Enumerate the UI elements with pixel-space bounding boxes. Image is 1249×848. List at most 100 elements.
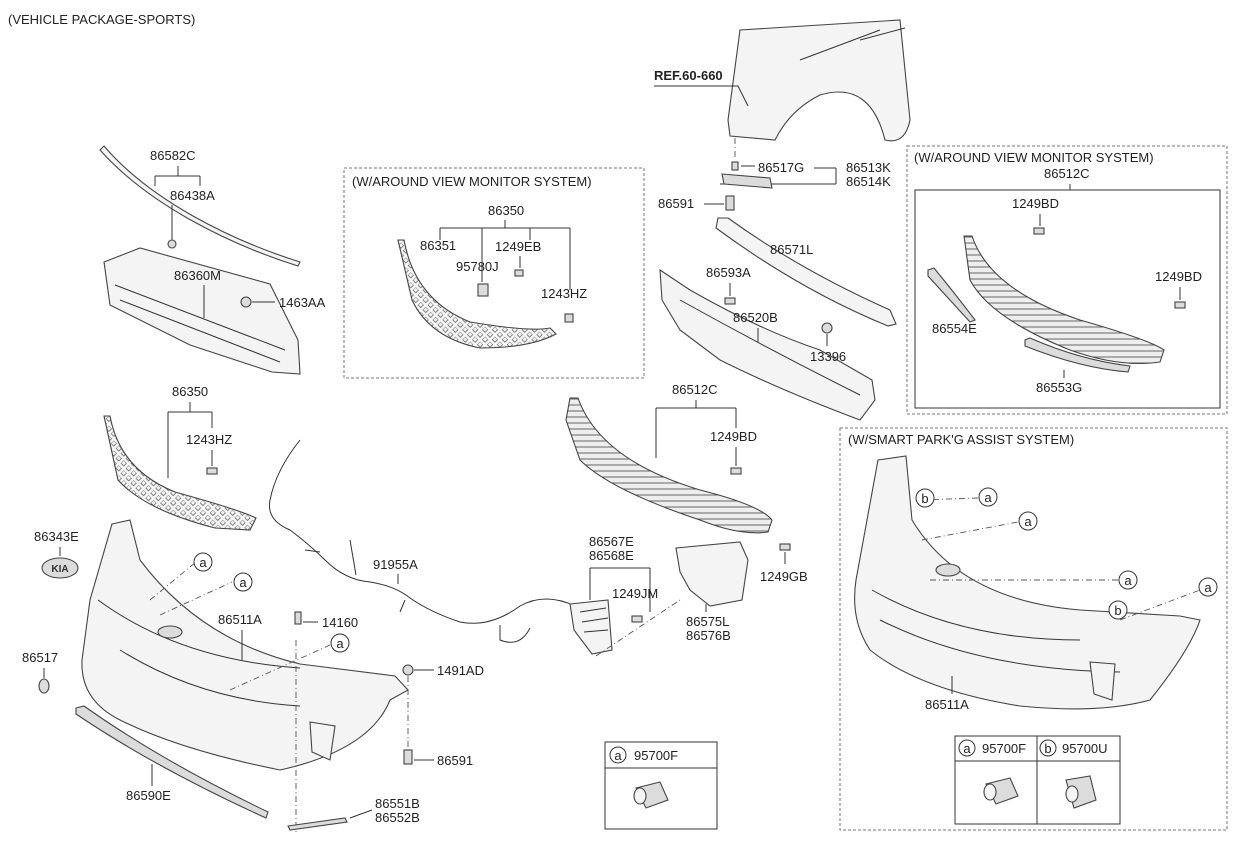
svg-text:b: b	[1044, 741, 1051, 756]
part-label-1463AA: 1463AA	[279, 295, 326, 310]
part-label-95700F-spas: 95700F	[982, 741, 1026, 756]
part-label-86350-main: 86350	[172, 384, 208, 399]
part-label-86520B: 86520B	[733, 310, 778, 325]
front-bumper-spas-shape	[854, 455, 1201, 710]
part-label-86511A-spas: 86511A	[925, 697, 969, 712]
callout-a-spas-4	[1198, 577, 1218, 597]
svg-text:a: a	[239, 575, 247, 590]
group-label-avm-grille: (W/AROUND VIEW MONITOR SYSTEM)	[352, 174, 592, 189]
svg-text:a: a	[1024, 514, 1032, 529]
bracket-shape	[721, 173, 773, 189]
sensor-95780J-shape	[477, 283, 489, 297]
part-label-86575L: 86575L	[686, 614, 729, 629]
part-label-86512C-main: 86512C	[672, 382, 718, 397]
svg-text:a: a	[336, 636, 344, 651]
page-title: (VEHICLE PACKAGE-SPORTS)	[8, 12, 195, 27]
part-label-86343E: 86343E	[34, 529, 79, 544]
part-label-86553G: 86553G	[1036, 380, 1082, 395]
part-label-95700U: 95700U	[1062, 741, 1108, 756]
part-label-86511A-main: 86511A	[218, 612, 262, 627]
lower-grille-main-shape	[565, 397, 773, 534]
clip-1463AA-shape	[240, 296, 252, 308]
absorber-beam-shape	[715, 217, 897, 327]
side-bracket-shape	[675, 541, 749, 607]
part-label-86551B: 86551B	[375, 796, 420, 811]
part-label-1249BD-avm2: 1249BD	[1155, 269, 1202, 284]
garnish-86553G-shape	[1024, 337, 1131, 373]
svg-text:a: a	[984, 490, 992, 505]
fender-shape	[727, 19, 911, 142]
part-label-86591-low: 86591	[437, 753, 473, 768]
svg-text:b: b	[921, 491, 928, 506]
part-label-86438A: 86438A	[170, 188, 215, 203]
part-label-1243HZ-avm: 1243HZ	[541, 286, 587, 301]
callout-b-legend-spas	[1039, 739, 1057, 757]
part-label-86512C-avm: 86512C	[1044, 166, 1090, 181]
callout-a-spas-1	[978, 487, 998, 507]
part-label-86591-top: 86591	[658, 196, 694, 211]
ref-label: REF.60-660	[654, 68, 723, 83]
molding-strip-shape	[99, 145, 301, 267]
callout-a-legend-mid	[609, 746, 627, 764]
part-label-1249BD-main: 1249BD	[710, 429, 757, 444]
upper-cover-shape	[103, 247, 301, 375]
callout-b-2	[1108, 600, 1128, 620]
group-label-spas: (W/SMART PARK'G ASSIST SYSTEM)	[848, 432, 1074, 447]
svg-text:a: a	[1204, 580, 1212, 595]
front-bumper-main-shape	[81, 519, 409, 771]
part-label-1243HZ-main: 1243HZ	[186, 432, 232, 447]
svg-text:b: b	[1114, 603, 1121, 618]
group-spas	[839, 427, 1228, 831]
energy-absorber-shape	[659, 268, 876, 421]
group-avm-lower	[906, 145, 1228, 415]
lower-grille-avm-shape	[963, 235, 1165, 364]
svg-text:KIA: KIA	[51, 564, 68, 575]
callout-a-1	[193, 552, 213, 572]
part-label-86571L: 86571L	[770, 242, 813, 257]
part-label-91955A: 91955A	[373, 557, 418, 572]
part-label-1249JM: 1249JM	[612, 586, 658, 601]
part-label-86568E: 86568E	[589, 548, 634, 563]
callout-a-spas-2	[1018, 511, 1038, 531]
part-label-95700F-mid: 95700F	[634, 748, 678, 763]
group-avm-grille	[343, 167, 645, 379]
part-label-1249GB: 1249GB	[760, 569, 808, 584]
svg-text:a: a	[199, 555, 207, 570]
part-label-86351: 86351	[420, 238, 456, 253]
part-label-86514K: 86514K	[846, 174, 891, 189]
callout-a-legend-spas	[958, 739, 976, 757]
part-label-86517G: 86517G	[758, 160, 804, 175]
part-label-86582C: 86582C	[150, 148, 196, 163]
avm-lower-inner-box	[914, 189, 1221, 409]
part-label-95780J: 95780J	[456, 259, 499, 274]
part-label-86360M: 86360M	[174, 268, 221, 283]
part-label-86350-avm: 86350	[488, 203, 524, 218]
part-label-86513K: 86513K	[846, 160, 891, 175]
part-label-86554E: 86554E	[932, 321, 977, 336]
part-label-86590E: 86590E	[126, 788, 171, 803]
svg-text:a: a	[1124, 573, 1132, 588]
part-label-13396: 13396	[810, 349, 846, 364]
callout-a-3	[330, 633, 350, 653]
callout-a-2	[233, 572, 253, 592]
part-label-1491AD: 1491AD	[437, 663, 484, 678]
legend-box-95700F	[604, 741, 718, 830]
garnish-86554E-shape	[927, 267, 976, 323]
part-label-86517: 86517	[22, 650, 58, 665]
svg-text:a: a	[614, 748, 622, 763]
svg-text:a: a	[963, 741, 971, 756]
fog-cover-shape	[569, 599, 613, 655]
lower-strip-shape	[75, 705, 269, 819]
clip-86438A-shape	[167, 239, 177, 249]
part-label-86593A: 86593A	[706, 265, 751, 280]
group-label-avm-lower: (W/AROUND VIEW MONITOR SYSTEM)	[914, 150, 1154, 165]
part-label-86552B: 86552B	[375, 810, 420, 825]
callout-a-spas-3	[1118, 570, 1138, 590]
part-label-86567E: 86567E	[589, 534, 634, 549]
grille-avm-shape	[397, 239, 557, 349]
grille-main-shape	[103, 415, 257, 531]
emblem-shape	[41, 557, 79, 579]
wiring-harness-shape	[268, 439, 576, 624]
screw-1243HZ-shape	[206, 467, 218, 475]
